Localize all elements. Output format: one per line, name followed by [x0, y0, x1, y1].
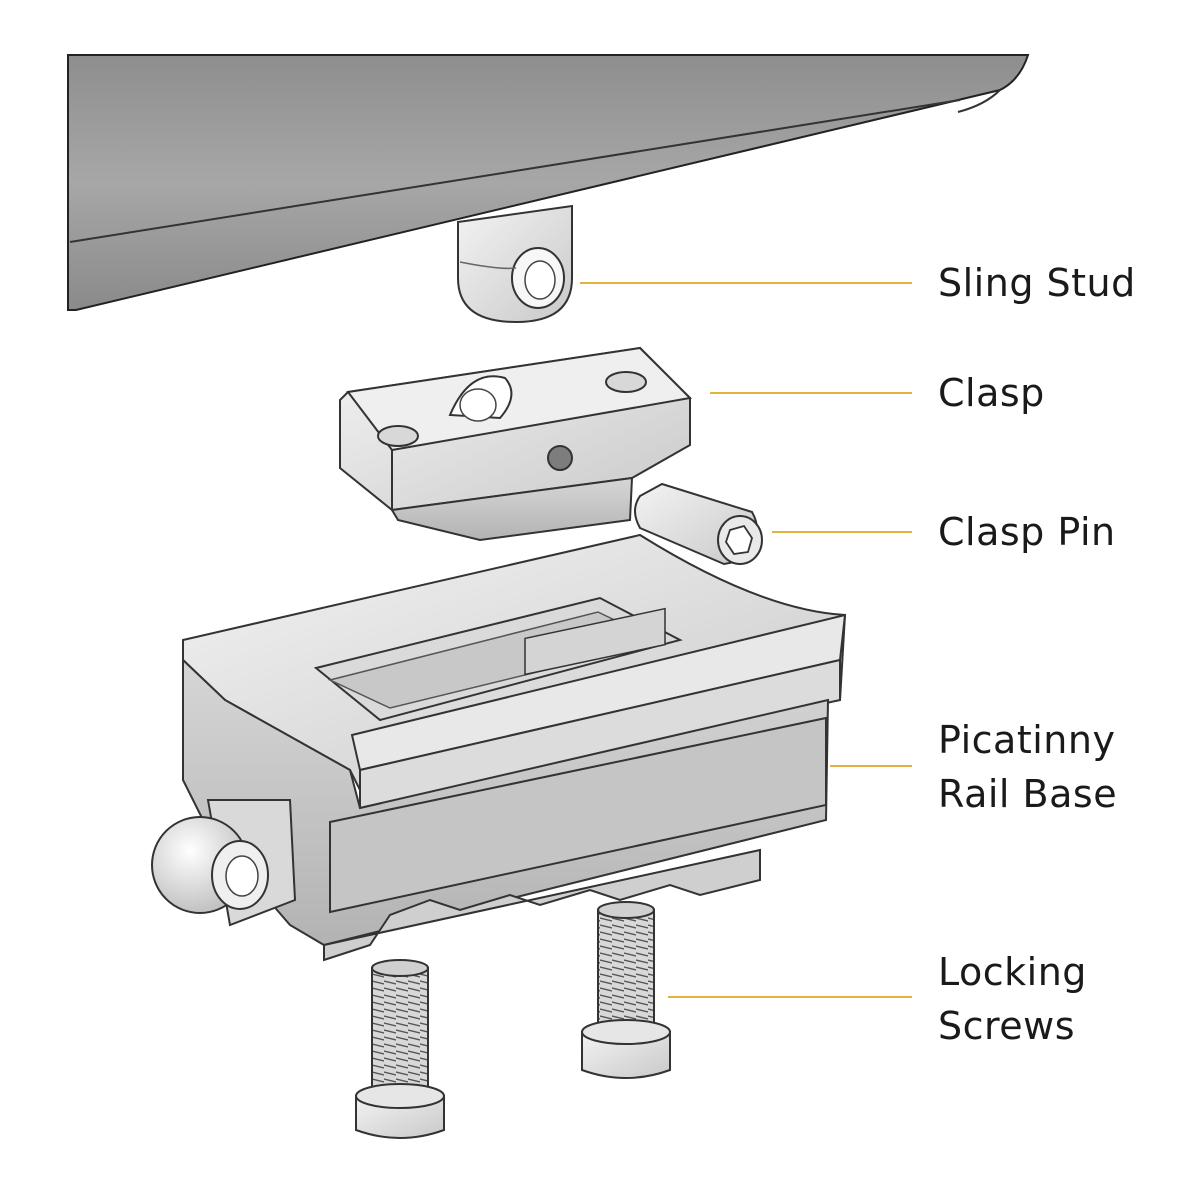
locking-screws-label-line1: Locking	[938, 950, 1087, 994]
sling-stud-label-text: Sling Stud	[938, 261, 1136, 305]
rifle-stock	[67, 54, 1030, 311]
clasp-label-text: Clasp	[938, 371, 1045, 415]
sling-stud-leader-line	[580, 282, 912, 284]
clasp-pin-leader-line	[772, 531, 912, 533]
locking-screws-leader-line	[668, 996, 912, 998]
rail-base-part	[151, 533, 847, 962]
locking-screws-label-line2: Screws	[938, 1004, 1076, 1048]
sling-stud-label: Sling Stud	[938, 256, 1136, 310]
clasp-pin-part	[634, 482, 763, 566]
rail-base-label-line1: Picatinny	[938, 718, 1116, 762]
clasp-pin-label: Clasp Pin	[938, 505, 1116, 559]
clasp-part	[339, 346, 693, 542]
rail-base-label: Picatinny Rail Base	[938, 713, 1117, 821]
locking-screw-right	[581, 901, 671, 1079]
sling-stud-part	[457, 204, 573, 324]
clasp-leader-line	[710, 392, 912, 394]
clasp-pin-label-text: Clasp Pin	[938, 510, 1116, 554]
clasp-label: Clasp	[938, 366, 1045, 420]
locking-screws-label: Locking Screws	[938, 945, 1087, 1053]
rail-base-leader-line	[830, 765, 912, 767]
rail-base-label-line2: Rail Base	[938, 772, 1118, 816]
locking-screw-left	[355, 959, 445, 1139]
